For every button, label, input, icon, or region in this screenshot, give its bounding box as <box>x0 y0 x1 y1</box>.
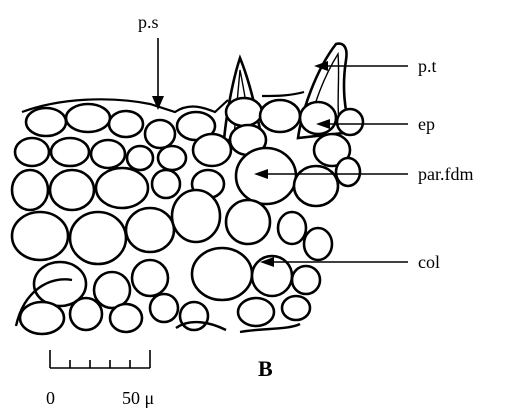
epidermis-cell <box>26 108 66 136</box>
collenchyma-cell <box>94 272 130 308</box>
collenchyma-cell <box>132 260 168 296</box>
scale-start-label: 0 <box>46 388 55 408</box>
collenchyma-cell <box>192 248 252 300</box>
label-ps: p.s <box>138 12 159 32</box>
epidermis-cell <box>109 111 143 137</box>
collenchyma-cell <box>150 294 178 322</box>
parenchyma-cell <box>70 212 126 264</box>
collenchyma-cell <box>282 296 310 320</box>
epidermis-cell <box>260 100 300 132</box>
collenchyma-cell <box>70 298 102 330</box>
parenchyma-cell <box>336 158 360 186</box>
scale-bar <box>50 350 150 368</box>
parenchyma-cell <box>294 166 338 206</box>
parenchyma-cell <box>15 138 49 166</box>
label-ep: ep <box>418 114 435 134</box>
parenchyma-cell <box>172 190 220 242</box>
parenchyma-cell <box>12 170 48 210</box>
parenchyma-cell <box>96 168 148 208</box>
parenchyma-cell <box>91 140 125 168</box>
parenchyma-cell <box>193 134 231 166</box>
parenchyma-cell <box>12 212 68 260</box>
parenchyma-cell <box>158 146 186 170</box>
epidermis-cell <box>226 98 262 126</box>
collenchyma-cell <box>238 298 274 326</box>
epidermis-cell <box>66 104 110 132</box>
scale-end-label: 50 μ <box>122 388 154 408</box>
parenchyma-cell <box>126 208 174 252</box>
panel-label: B <box>258 356 273 381</box>
parenchyma-cell <box>304 228 332 260</box>
label-pt: p.t <box>418 56 437 76</box>
collenchyma-cell <box>110 304 142 332</box>
label-parfdm: par.fdm <box>418 164 474 184</box>
parenchyma-cell <box>226 200 270 244</box>
trichome-base-line <box>262 92 304 96</box>
epidermis-cell <box>300 102 336 134</box>
label-col: col <box>418 252 440 272</box>
epidermis-cell <box>337 109 363 135</box>
collenchyma-cell <box>20 302 64 334</box>
parenchyma-cell <box>152 170 180 198</box>
tissue-section <box>12 44 363 334</box>
epidermis-cell <box>145 120 175 148</box>
parenchyma-cell <box>50 170 94 210</box>
parenchyma-cell <box>278 212 306 244</box>
collenchyma-cell <box>292 266 320 294</box>
collenchyma-cell <box>180 302 208 330</box>
parenchyma-cell <box>51 138 89 166</box>
parenchyma-cell <box>127 146 153 170</box>
